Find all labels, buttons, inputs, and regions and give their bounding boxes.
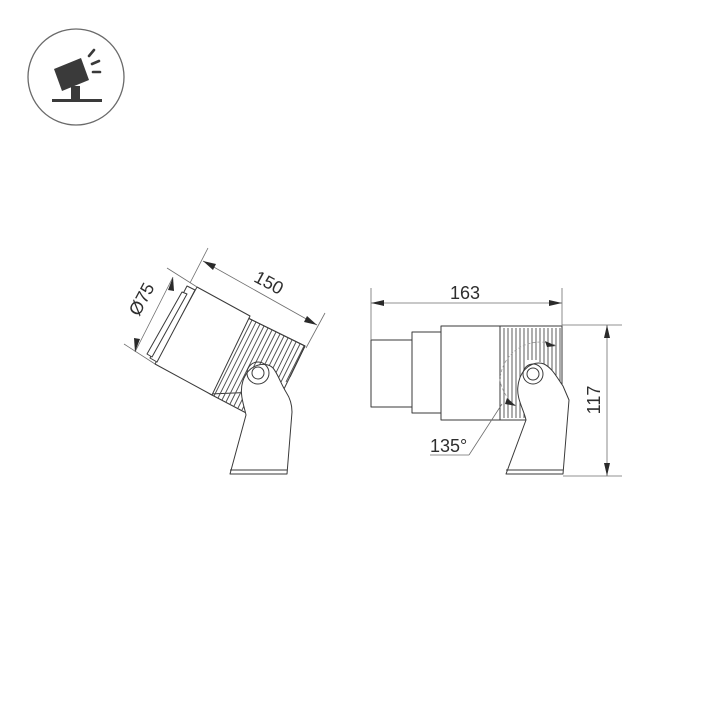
light-rays-icon bbox=[87, 48, 102, 74]
pivot-outer-tilted bbox=[246, 361, 270, 385]
dim-arrow bbox=[304, 316, 317, 325]
dim-arrow bbox=[604, 325, 610, 338]
dim-arrow bbox=[134, 338, 140, 352]
angle-arrow bbox=[545, 341, 556, 347]
angle-leader-line bbox=[468, 403, 503, 456]
lens-rim-inner-tilted bbox=[146, 291, 188, 358]
horizontal-side-view: 135° 163 117 bbox=[370, 283, 622, 477]
dim-ext-line bbox=[305, 312, 326, 349]
dim-arrow bbox=[203, 261, 216, 270]
pivot-inner-tilted bbox=[251, 366, 265, 380]
length-label-tilted: 150 bbox=[251, 267, 287, 299]
dim-arrow bbox=[604, 463, 610, 476]
dim-ext-line bbox=[166, 267, 198, 288]
mounting-type-icon bbox=[27, 28, 125, 126]
dim-ext-line bbox=[123, 343, 156, 365]
height-label: 117 bbox=[584, 386, 604, 415]
angle-arrow bbox=[505, 398, 516, 406]
dim-ext-line bbox=[189, 247, 209, 284]
lens-collar bbox=[411, 331, 442, 414]
dim-arrow bbox=[549, 300, 562, 306]
fin-outline-tilted bbox=[209, 317, 306, 416]
pivot-inner bbox=[526, 367, 540, 381]
dim-arrow bbox=[371, 300, 384, 306]
dim-arrow bbox=[168, 277, 174, 291]
tilted-side-view: Ø75 150 bbox=[123, 247, 326, 475]
tilt-angle-arc bbox=[499, 341, 556, 406]
diameter-dimension-line bbox=[134, 276, 174, 353]
icon-circle-outline bbox=[27, 28, 125, 126]
length-dimension-line-tilted bbox=[202, 260, 318, 326]
spotlight-head-icon bbox=[54, 58, 89, 91]
lamp-body bbox=[440, 325, 502, 421]
stake-stem-icon bbox=[71, 86, 80, 100]
mounting-bracket-tilted bbox=[229, 363, 293, 475]
pivot-outer bbox=[522, 363, 544, 385]
front-lens-housing bbox=[370, 339, 414, 408]
tilt-angle-label: 135° bbox=[430, 436, 467, 456]
length-label: 163 bbox=[450, 283, 480, 303]
diameter-label: Ø75 bbox=[125, 279, 159, 318]
